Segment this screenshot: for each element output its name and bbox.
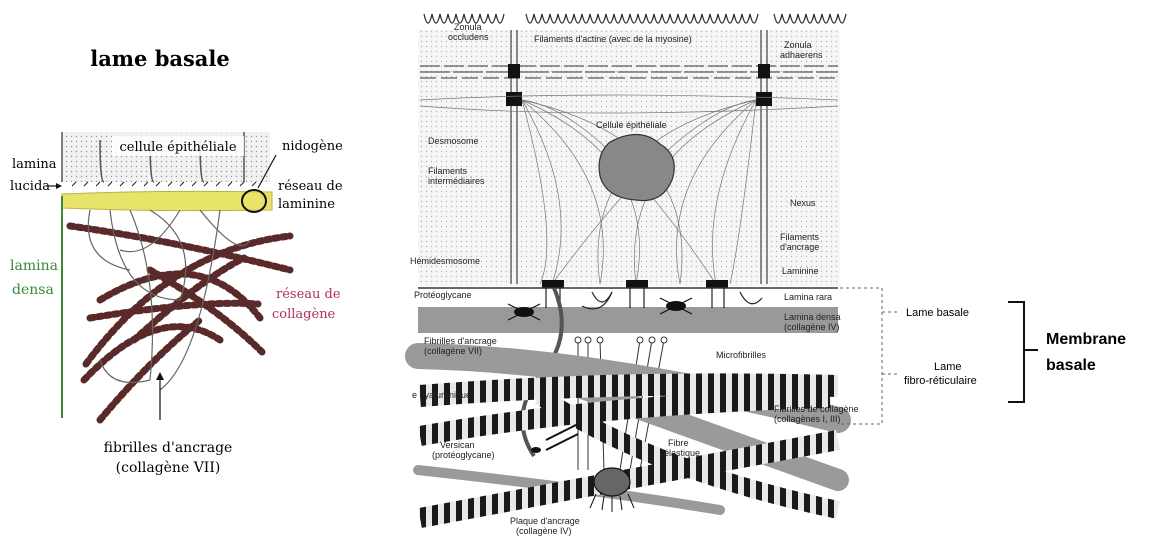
lamina-densa-band	[418, 307, 838, 333]
label-intermediate-2: intermédiaires	[428, 176, 485, 186]
anchoring-plaque	[594, 468, 630, 496]
label-plaque-2: (collagène IV)	[516, 526, 572, 536]
membrane-bracket	[1008, 302, 1038, 402]
left-label-collagen-2: collagène	[272, 307, 336, 322]
left-label-cell: cellule épithéliale	[119, 140, 236, 155]
label-nexus: Nexus	[790, 198, 816, 208]
label-plaque-1: Plaque d'ancrage	[510, 516, 580, 526]
left-label-anchoring-2: (collagène VII)	[116, 460, 221, 476]
label-anchoring-filaments-1: Filaments	[780, 232, 820, 242]
label-zonula-adh-1: Zonula	[784, 40, 812, 50]
label-intermediate-1: Filaments	[428, 166, 468, 176]
versican	[546, 424, 578, 450]
label-elastic-2: élastique	[664, 448, 700, 458]
label-lamina-densa-1: Lamina densa	[784, 312, 841, 322]
left-label-collagen-1: réseau de	[276, 287, 341, 302]
left-label-lucida-2: lucida	[10, 179, 50, 194]
label-lamina-densa-2: (collagène IV)	[784, 322, 840, 332]
label-cell: Cellule épithéliale	[596, 120, 667, 130]
label-hemidesmosome: Hémidesmosome	[410, 256, 480, 266]
left-lucida-marks	[72, 182, 256, 186]
label-anchoring-fibrils-1: Fibrilles d'ancrage	[424, 336, 497, 346]
label-zonula-occ-1: Zonula	[454, 22, 482, 32]
label-versican-1: Versican	[440, 440, 475, 450]
annotation-lame-fibro-2: fibro-réticulaire	[904, 375, 977, 387]
label-elastic-1: Fibre	[668, 438, 689, 448]
right-figure: Zonula occludens Filaments d'actine (ave…	[410, 14, 900, 536]
left-label-nidogen: nidogène	[282, 139, 343, 154]
label-zonula-occ-2: occludens	[448, 32, 489, 42]
label-microfibrils: Microfibrilles	[716, 350, 767, 360]
label-desmosome: Desmosome	[428, 136, 479, 146]
label-versican-2: (protéoglycane)	[432, 450, 495, 460]
label-collagen-fibrils-2: (collagènes I, III)	[774, 414, 841, 424]
left-label-densa-1: lamina	[10, 258, 58, 274]
left-title: lame basale	[90, 46, 230, 71]
label-laminin: Laminine	[782, 266, 819, 276]
label-zonula-adh-2: adhaerens	[780, 50, 823, 60]
left-label-anchoring-1: fibrilles d'ancrage	[104, 440, 233, 456]
annotation-membrane-2: basale	[1046, 357, 1096, 374]
membrane-annotations: Lame basale Lame fibro-réticulaire Membr…	[904, 302, 1126, 402]
microvilli	[424, 14, 846, 23]
label-actin: Filaments d'actine (avec de la myosine)	[534, 34, 692, 44]
left-label-densa-2: densa	[12, 282, 54, 298]
left-label-laminin-2: laminine	[278, 197, 335, 212]
label-hyaluronic: e hyaluronique	[412, 390, 471, 400]
annotation-lame-basale: Lame basale	[906, 307, 969, 319]
left-label-laminin-1: réseau de	[278, 179, 343, 194]
label-collagen-fibrils-1: Fibrilles de collagène	[774, 404, 859, 414]
label-proteoglycan: Protéoglycane	[414, 290, 472, 300]
left-label-lucida-1: lamina	[12, 157, 57, 172]
annotation-lame-fibro-1: Lame	[934, 361, 962, 373]
label-anchoring-fibrils-2: (collagène VII)	[424, 346, 482, 356]
left-collagen-network	[70, 226, 290, 420]
label-anchoring-filaments-2: d'ancrage	[780, 242, 819, 252]
laminin-band	[62, 191, 272, 210]
left-figure: lame basale cellule épithéliale	[10, 46, 343, 476]
annotation-membrane-1: Membrane	[1046, 331, 1126, 348]
label-lamina-rara: Lamina rara	[784, 292, 832, 302]
